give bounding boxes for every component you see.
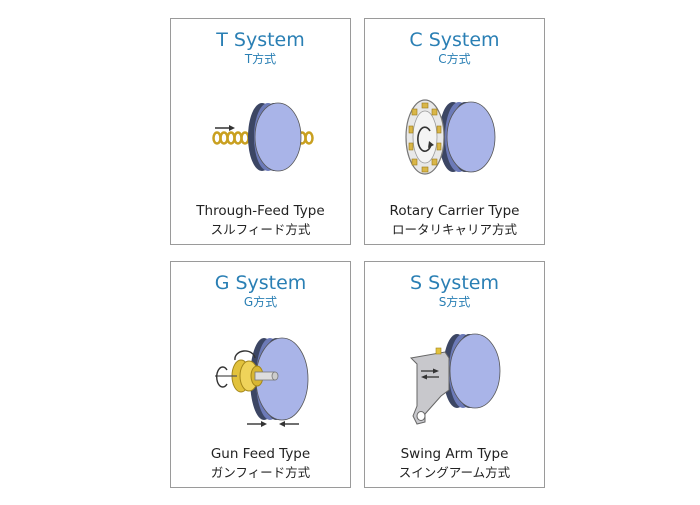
card-subtitle: T方式 <box>244 52 277 66</box>
workpiece-rings <box>212 131 314 145</box>
card-subtitle: C方式 <box>438 52 471 66</box>
feed-arrow-icon <box>215 125 235 131</box>
card-title: S System <box>410 272 499 294</box>
caption-en: Gun Feed Type <box>210 446 311 462</box>
swing-arm <box>409 347 450 425</box>
swing-arm-illustration <box>409 333 501 425</box>
rotary-carrier-illustration <box>405 99 496 175</box>
rotation-arrow-icon <box>417 126 434 152</box>
card-subtitle: G方式 <box>243 295 278 309</box>
grinding-wheel <box>443 333 501 409</box>
system-card-g: G System G方式 Gun Feed Type ガンフィード方式 <box>170 261 351 488</box>
swing-arrows-icon <box>421 368 439 380</box>
through-feed-illustration <box>212 102 314 172</box>
rotary-carrier-disc <box>405 99 445 175</box>
system-card-s: S System S方式 Swing Arm Type スイングアーム方式 <box>364 261 545 488</box>
card-title: T System <box>216 29 305 51</box>
caption-en: Through-Feed Type <box>196 203 325 219</box>
rotation-arrow-icon <box>216 350 256 388</box>
grinding-wheel <box>248 102 302 172</box>
caption-ja: スルフィード方式 <box>210 222 311 237</box>
feed-arrows-icon <box>247 421 299 427</box>
caption-ja: スイングアーム方式 <box>398 465 511 480</box>
card-title: G System <box>214 272 307 294</box>
grinding-wheel <box>439 101 496 173</box>
caption-ja: ロータリキャリア方式 <box>391 222 517 237</box>
system-card-c: C System C方式 <box>364 18 545 245</box>
system-card-t: T System T方式 Through-Feed Type スルフィード方式 <box>170 18 351 245</box>
workpiece-gun <box>215 359 279 393</box>
card-title: C System <box>409 29 500 51</box>
caption-ja: ガンフィード方式 <box>210 465 311 480</box>
caption-en: Rotary Carrier Type <box>389 203 520 219</box>
gun-feed-illustration <box>215 337 309 427</box>
caption-en: Swing Arm Type <box>400 446 509 462</box>
card-subtitle: S方式 <box>438 295 471 309</box>
